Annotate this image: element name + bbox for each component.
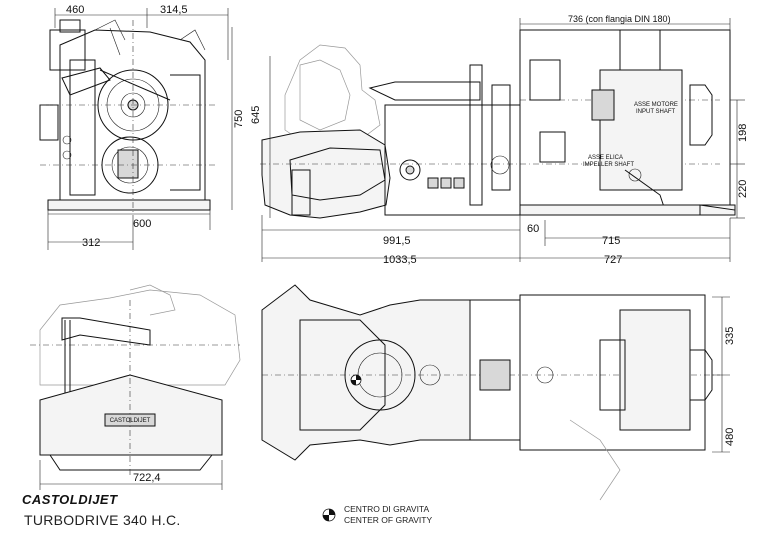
- cog-legend: CENTRO DI GRAVITA CENTER OF GRAVITY: [322, 504, 432, 526]
- dim-600: 600: [133, 218, 151, 230]
- dim-727: 727: [604, 254, 622, 266]
- cog-label-en: CENTER OF GRAVITY: [344, 515, 433, 525]
- dim-335: 335: [724, 327, 736, 345]
- dim-314-5: 314,5: [160, 4, 188, 16]
- dim-312: 312: [82, 237, 100, 249]
- dim-645: 645: [250, 106, 262, 124]
- dim-flange-note: 736 (con flangia DIN 180): [568, 14, 671, 24]
- plan-view: 335 480: [261, 284, 736, 501]
- dim-722-4: 722,4: [133, 472, 161, 484]
- label-input-shaft-it: ASSE MOTORE: [634, 102, 678, 108]
- dim-198: 198: [737, 124, 749, 142]
- front-view: 460 314,5 750 6: [39, 4, 245, 250]
- dim-991-5: 991,5: [383, 235, 411, 247]
- model-title: TURBODRIVE 340 H.C.: [24, 512, 181, 528]
- cog-label-it: CENTRO DI GRAVITA: [344, 504, 430, 514]
- dim-1033-5: 1033,5: [383, 254, 417, 266]
- dim-220: 220: [737, 180, 749, 198]
- dim-460: 460: [66, 4, 84, 16]
- label-impeller-shaft-it: ASSE ELICA: [588, 155, 623, 161]
- side-view: ASSE MOTORE INPUT SHAFT ASSE ELICA IMPEL…: [250, 14, 749, 266]
- rear-view: CASTOLDIJET 722,4: [30, 284, 241, 490]
- dim-715: 715: [602, 235, 620, 247]
- cog-marker: [350, 374, 362, 386]
- dim-60: 60: [527, 223, 539, 235]
- label-input-shaft-en: INPUT SHAFT: [636, 109, 676, 115]
- center-of-gravity-icon: [322, 508, 336, 522]
- dim-480: 480: [724, 428, 736, 446]
- label-impeller-shaft-en: IMPELLER SHAFT: [583, 162, 634, 168]
- brand-logo: CASTOLDIJET: [22, 492, 118, 507]
- dim-750: 750: [233, 110, 245, 128]
